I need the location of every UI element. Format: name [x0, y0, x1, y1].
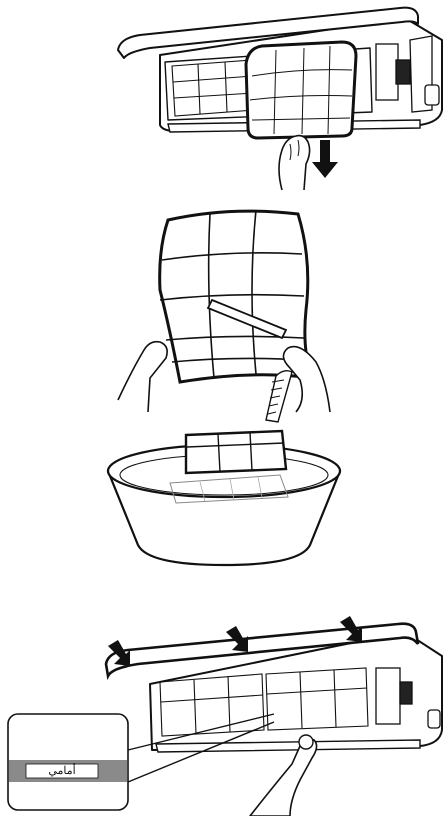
callout-filter-label: أمامي — [27, 764, 97, 778]
step-reinstall-filter: أمامي — [0, 610, 448, 816]
step-brush-filter — [0, 200, 448, 425]
ac-filter-removal-illustration — [0, 0, 448, 200]
filter-brush-cleaning-illustration — [0, 200, 448, 425]
step-remove-filter — [0, 0, 448, 200]
filter-soaking-basin-illustration — [0, 425, 448, 575]
ac-filter-reinstall-close-panel-illustration — [0, 610, 448, 816]
step-soak-filter — [0, 425, 448, 575]
